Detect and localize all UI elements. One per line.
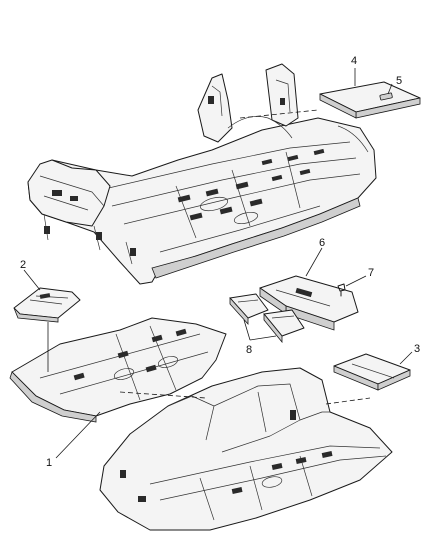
callout-7: 7 bbox=[368, 267, 374, 279]
callout-2: 2 bbox=[20, 259, 26, 271]
callout-1: 1 bbox=[46, 457, 52, 469]
leader-7 bbox=[345, 275, 367, 287]
front-floor-mat bbox=[13, 287, 81, 323]
fastener bbox=[337, 283, 346, 297]
callout-3: 3 bbox=[414, 343, 420, 355]
leader-2 bbox=[23, 269, 41, 291]
rear-cargo-mat bbox=[319, 81, 421, 119]
leader-1 bbox=[55, 411, 101, 459]
cargo-mat-handle bbox=[379, 92, 393, 101]
floor-carpet bbox=[9, 317, 227, 423]
leader-5 bbox=[387, 83, 393, 95]
callout-6: 6 bbox=[319, 237, 325, 249]
callout-8: 8 bbox=[246, 344, 252, 356]
callout-4: 4 bbox=[351, 55, 357, 67]
leader-3 bbox=[399, 351, 413, 365]
lower-body-assembly bbox=[99, 367, 393, 531]
callout-5: 5 bbox=[396, 75, 402, 87]
rear-cargo-floor-mat bbox=[333, 353, 411, 391]
storage-bins bbox=[229, 293, 305, 344]
leader-lines bbox=[23, 68, 413, 459]
leader-6 bbox=[305, 247, 323, 277]
callout-labels: 4 5 2 6 7 8 3 1 bbox=[20, 55, 420, 469]
leader-8 bbox=[243, 319, 277, 341]
upper-body-floor-assembly bbox=[27, 63, 377, 285]
